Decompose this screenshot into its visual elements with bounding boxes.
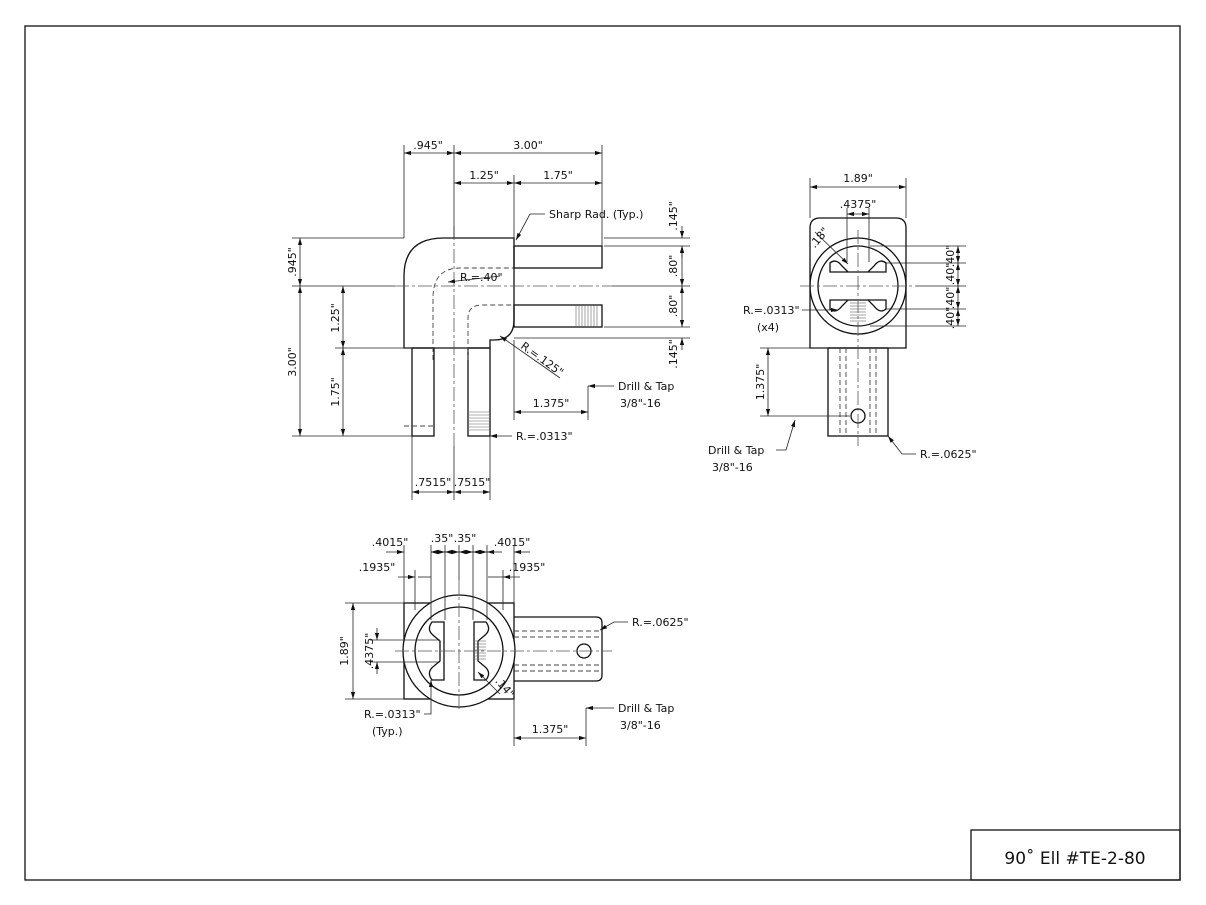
side-radius-0625: R.=.0625" [920,448,977,461]
side-view: 1.89" .4375" .18" .40" .40" .40" .40" R.… [708,172,977,474]
front-upper-leg [513,245,603,269]
dim-945-top: .945" [413,139,443,152]
side-dim-4375: .4375" [840,198,877,211]
top-view: .4015" .35" .35" .4015" .1935" .1935" 1.… [338,532,689,746]
top-dim-4015-right: .4015" [494,536,531,549]
front-thread-hatch-h [575,305,598,327]
side-radius-0313: R.=.0313" [743,304,800,317]
top-dim-35-a: .35" [431,532,454,545]
side-body-outline [809,217,907,349]
dim-300-top: 3.00" [513,139,543,152]
top-dim-1935-right: .1935" [509,561,546,574]
top-stem [514,616,603,682]
dim-945-left: .945" [286,247,299,277]
front-lower-leg [513,304,603,328]
radius-40-label: R.=.40" [460,271,503,284]
title-block-frame [970,829,1181,881]
side-drill-tap-size: 3/8"-16 [712,461,753,474]
front-dim-1375: 1.375" [533,397,570,410]
side-dim-40-1: .40" [944,245,957,268]
radius-125-label: R.=.125" [518,339,566,379]
front-drill-tap-size: 3/8"-16 [620,397,661,410]
dim-7515-b: .7515" [454,476,491,489]
sharp-radius-note: Sharp Rad. (Typ.) [549,208,643,221]
side-dim-40-3: .40" [944,287,957,310]
dim-145-a: .145" [667,201,680,231]
top-dim-189: 1.89" [338,636,351,666]
front-view: .945" 3.00" 1.25" 1.75" Sharp Rad. (Typ.… [286,139,690,500]
dim-145-b: .145" [667,339,680,369]
side-radius-count: (x4) [757,321,779,334]
top-dim-35-b: .35" [454,532,477,545]
top-dim-4015-left: .4015" [372,536,409,549]
side-dim-189: 1.89" [843,172,873,185]
top-dim-1935-left: .1935" [359,561,396,574]
top-radius-typ: (Typ.) [372,725,403,738]
side-dim-40-4: .40" [944,307,957,330]
top-dim-1375: 1.375" [532,723,569,736]
drawing-title: 90˚ Ell #TE-2-80 [1004,848,1145,869]
top-key-left [428,621,445,681]
front-body-outline [403,237,515,349]
top-key-right [473,621,490,681]
front-right-leg [467,347,491,437]
side-dim-1375: 1.375" [754,364,767,401]
side-drill-tap-label: Drill & Tap [708,444,764,457]
dim-7515-a: .7515" [415,476,452,489]
dim-125-left: 1.25" [329,303,342,333]
top-radius-0625: R.=.0625" [632,616,689,629]
front-left-leg [411,347,435,437]
sheet-border [24,25,1181,881]
front-drill-tap-label: Drill & Tap [618,380,674,393]
front-radius-0313: R.=.0313" [516,430,573,443]
dim-300-left: 3.00" [286,347,299,377]
dim-80-b: .80" [667,295,680,318]
side-key-top [829,260,887,273]
side-dim-40-2: .40" [944,263,957,286]
top-thread-hatch [474,640,486,660]
top-dim-4375: .4375" [363,633,376,670]
dim-80-a: .80" [667,255,680,278]
side-dim-18: .18" [807,225,831,251]
dim-175-top: 1.75" [543,169,573,182]
top-drill-tap-label: Drill & Tap [618,702,674,715]
dim-125-top: 1.25" [469,169,499,182]
dim-175-left: 1.75" [329,377,342,407]
top-radius-0313: R.=.0313" [364,708,421,721]
top-drill-tap-size: 3/8"-16 [620,719,661,732]
front-thread-hatch-v [468,411,490,431]
